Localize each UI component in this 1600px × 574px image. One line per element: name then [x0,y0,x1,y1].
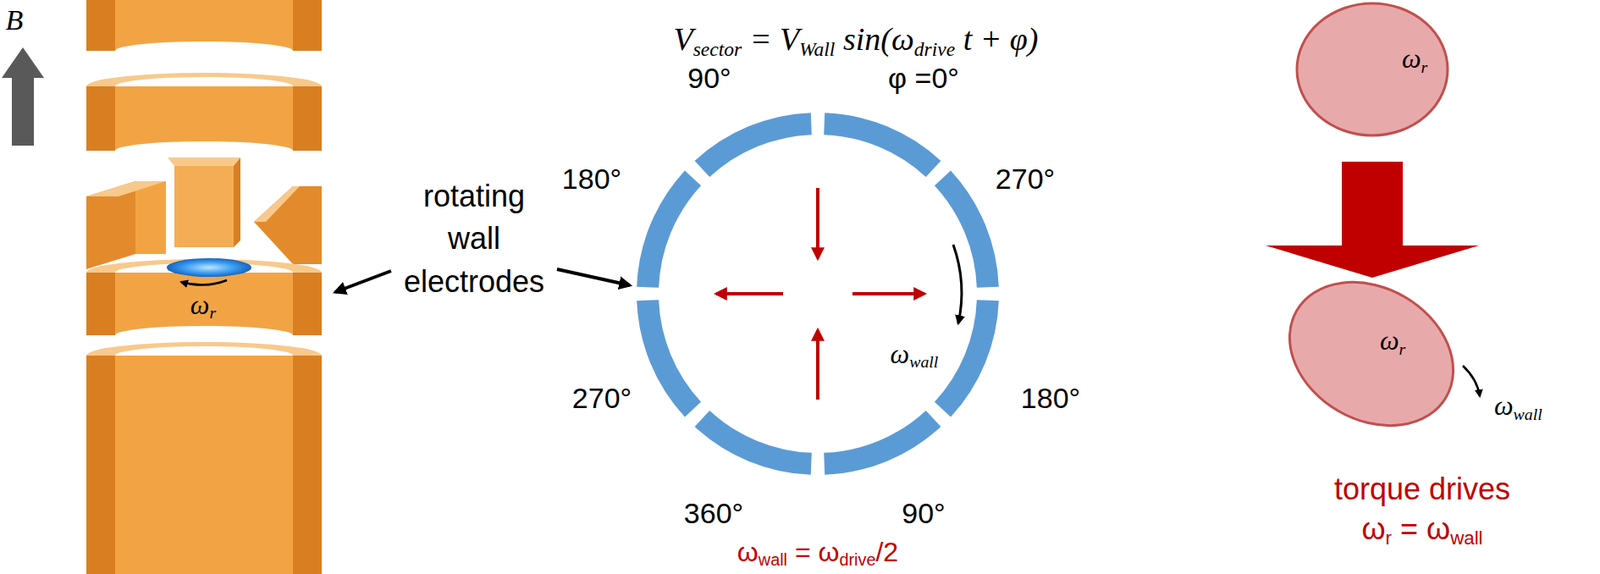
leader-arrow [557,269,630,286]
ring-electrode [86,342,322,574]
sector-electrode [934,171,999,288]
phase-label: 90° [901,496,945,530]
plasma [166,258,252,277]
phase-label: 90° [687,61,731,95]
text-run: V [779,21,800,57]
sector-electrode [636,299,701,417]
text-run: φ =0° [888,61,960,94]
part-label: rotating wall electrodes [397,175,551,304]
field-label: B⃗ [5,4,45,37]
leader-arrow [335,270,392,293]
ring-electrode [86,259,322,336]
plasma-circle: ωr [1296,2,1449,137]
text-run: wall [1513,404,1543,424]
text-run: /2 [875,536,899,568]
rotating-wall-electrode [86,157,322,270]
text-run: 90° [687,61,731,94]
text-run: V [673,21,693,57]
rotation-label: ωr [1379,325,1406,356]
sector-electrode [823,112,941,177]
text-run: ω [1379,325,1400,356]
text-run: 360° [684,496,744,530]
phase-label: 360° [684,496,744,530]
block-arrow [1265,161,1479,278]
note: torque drives ωr = ωwall [1323,469,1523,550]
text-run: r [209,303,216,322]
phase-label: φ =0° [888,61,960,95]
text-run: = [1391,511,1427,547]
text-run: ω [1426,511,1451,547]
text-run: sector [693,38,743,61]
text-run: 270° [572,381,632,414]
sector-electrode [636,171,701,288]
text-run: ω [817,536,839,568]
text-run: 180° [562,162,622,195]
text-run: ω [737,536,759,568]
ring-electrode [86,0,322,51]
text-run: r [1421,57,1429,77]
text-run: ω [890,338,911,370]
phase-label: 270° [572,381,632,415]
text-run: Wall [799,38,835,61]
rotation-label: ωwall [1494,391,1543,421]
text-run: ω [1494,390,1514,421]
text-run: r [1399,339,1407,359]
rotation-arrow [1462,365,1480,397]
sector-ring [636,112,999,475]
text-run: ω [190,289,210,320]
phase-label: 180° [562,162,622,196]
text-run: t + φ) [954,21,1038,57]
text-run: B⃗ [5,4,45,36]
equation: ωwall = ωdrive/2 [737,536,899,569]
text-run: ω [1361,511,1385,547]
text-run: 270° [995,162,1055,195]
phase-label: 180° [1020,381,1081,415]
text-run: 90° [901,496,945,530]
sector-electrode [934,299,999,417]
wall-rotation-arrow [953,244,962,324]
phase-label: 270° [995,162,1055,196]
text-run: 180° [1020,381,1081,414]
shape-outline [1278,279,1465,429]
text-run: wall [1450,527,1483,549]
rotation-label: ωr [190,289,216,321]
plasma-outline [1263,253,1480,454]
text-run: wall [758,550,788,569]
sector-electrode [695,112,812,177]
field-arrows [716,187,925,400]
text-run: torque drives [1334,471,1511,507]
equation: Vsector = VWall sin(ωdrive t + φ) [673,20,1038,58]
rotation-arrow [181,280,227,286]
text-run: r [1385,527,1392,549]
text-run: ω [1401,43,1422,74]
text-run: drive [838,550,876,569]
sector-electrode [823,410,941,475]
text-run: wall [909,352,938,371]
text-run: drive [914,38,955,61]
sector-electrode [695,410,812,475]
text-run: = [741,21,780,57]
field-arrow [11,77,34,146]
tilted-plasma-ellipse: ωrωwall [1278,279,1465,429]
plasma-outline [1296,3,1448,136]
text-run: ω [891,21,915,57]
field-arrow-head [1,47,45,78]
text-run: rotating wall electrodes [403,178,545,299]
text-run: sin( [834,21,892,57]
rotation-label: ωwall [890,338,939,370]
ring-electrode [86,72,322,151]
rotation-label: ωr [1401,44,1428,74]
text-run: = [787,536,818,568]
